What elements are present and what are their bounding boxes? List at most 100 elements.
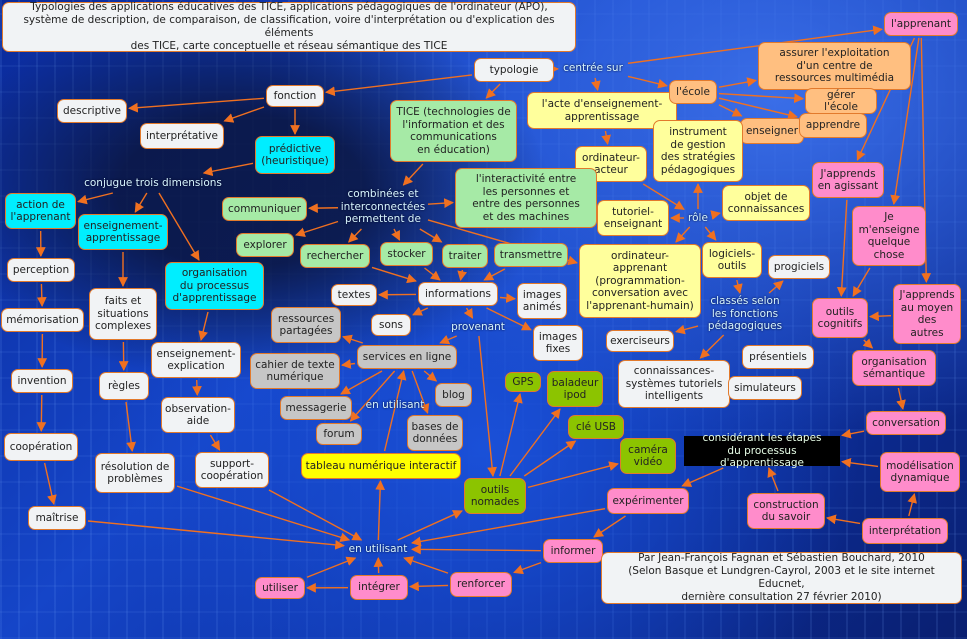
node-perception[interactable]: perception	[7, 258, 75, 282]
node-fonction[interactable]: fonction	[266, 85, 324, 107]
node-construction-savoir[interactable]: construction du savoir	[747, 493, 825, 529]
node-utiliser[interactable]: utiliser	[255, 577, 305, 599]
node-enseignement-apprentissage[interactable]: enseignement- apprentissage	[78, 214, 168, 250]
node-apprendre[interactable]: apprendre	[799, 113, 867, 138]
node-ecole[interactable]: l'école	[669, 80, 717, 104]
connector-conjugue-action	[77, 192, 113, 205]
node-objet-connaissances[interactable]: objet de connaissances	[722, 185, 810, 221]
node-organisation-semantique[interactable]: organisation sémantique	[852, 350, 936, 386]
node-descriptive[interactable]: descriptive	[57, 99, 127, 123]
connector-logiciels-classes	[733, 279, 743, 294]
node-gps[interactable]: GPS	[505, 372, 541, 392]
connector-nomades-camera	[527, 461, 619, 489]
connector-acte-ordacteur	[601, 130, 612, 145]
node-presentiels[interactable]: présentiels	[742, 345, 814, 369]
node-progiciels[interactable]: progiciels	[768, 255, 830, 279]
node-acte-enseignement[interactable]: l'acte d'enseignement- apprentissage	[527, 92, 677, 129]
node-traiter[interactable]: traiter	[442, 244, 488, 268]
node-logiciels-outils[interactable]: logiciels- outils	[702, 242, 762, 278]
node-sons[interactable]: sons	[371, 314, 411, 336]
node-cooperation[interactable]: coopération	[4, 433, 78, 461]
node-invention[interactable]: invention	[11, 369, 73, 393]
node-forum[interactable]: forum	[316, 423, 362, 445]
node-maitrise[interactable]: maîtrise	[28, 506, 86, 530]
node-baladeur-ipod[interactable]: baladeur ipod	[547, 371, 603, 407]
node-organisation-processus[interactable]: organisation du processus d'apprentissag…	[165, 262, 264, 310]
connector-modelisation-considerant	[841, 457, 879, 468]
connector-services-cahier	[341, 359, 356, 369]
connector-menseigne-cognitifs	[852, 267, 871, 297]
node-textes[interactable]: textes	[331, 284, 377, 306]
connector-interpretation-construction	[826, 514, 861, 525]
connector-conversation-considerant	[841, 428, 865, 439]
connector-renforcer-utilisant2	[403, 556, 449, 574]
node-memorisation[interactable]: mémorisation	[1, 308, 84, 332]
node-support-cooperation[interactable]: support- coopération	[195, 452, 269, 488]
connector-fonction-interpretative	[223, 106, 265, 123]
node-je-menseigne[interactable]: Je m'enseigne quelque chose	[852, 206, 926, 266]
node-renforcer[interactable]: renforcer	[450, 572, 512, 597]
node-action-apprenant[interactable]: action de l'apprenant	[5, 193, 76, 229]
node-experimenter[interactable]: expérimenter	[607, 488, 689, 514]
node-systemes-tutoriels[interactable]: connaissances- systèmes tutoriels intell…	[618, 360, 730, 408]
node-stocker[interactable]: stocker	[380, 242, 433, 266]
node-regles[interactable]: règles	[99, 372, 149, 400]
node-outils-cognitifs[interactable]: outils cognitifs	[812, 298, 868, 338]
node-modelisation-dynamique[interactable]: modélisation dynamique	[880, 452, 960, 492]
connector-nomades-baladeur	[509, 408, 561, 477]
connector-services-forum	[349, 370, 396, 422]
node-communiquer[interactable]: communiquer	[222, 197, 307, 221]
node-interpretation[interactable]: interprétation	[862, 518, 948, 544]
node-tice[interactable]: TICE (technologies de l'information et d…	[390, 100, 517, 162]
node-resolution-problemes[interactable]: résolution de problèmes	[95, 453, 175, 493]
node-simulateurs[interactable]: simulateurs	[728, 376, 802, 400]
node-images-animes[interactable]: images animés	[517, 283, 567, 319]
connector-traiter-informations	[457, 269, 467, 281]
node-assurer-exploitation[interactable]: assurer l'exploitation d'un centre de re…	[758, 42, 911, 90]
node-outils-nomades[interactable]: outils nomades	[464, 478, 526, 514]
node-messagerie[interactable]: messagerie	[280, 396, 352, 420]
connector-interpretation-modelisation	[907, 493, 917, 517]
connector-utilisant2-nomades	[397, 510, 463, 541]
node-informations[interactable]: informations	[418, 282, 498, 306]
node-cle-usb[interactable]: clé USB	[568, 415, 624, 439]
node-ressources-partagees[interactable]: ressources partagées	[271, 307, 341, 343]
node-enseignement-explication[interactable]: enseignement- explication	[151, 342, 241, 378]
node-interpretative[interactable]: interprétative	[140, 123, 224, 149]
connector-utilisant2-tableau	[375, 480, 386, 541]
node-cahier-texte[interactable]: cahier de texte numérique	[250, 353, 340, 389]
connector-services-messagerie	[340, 370, 383, 395]
node-faits-situations[interactable]: faits et situations complexes	[89, 288, 157, 340]
node-informer[interactable]: informer	[543, 539, 603, 563]
node-explorer[interactable]: explorer	[236, 233, 294, 257]
node-enseigner[interactable]: enseigner	[740, 118, 804, 144]
link-provenant: provenant	[451, 320, 505, 333]
node-transmettre[interactable]: transmettre	[494, 243, 568, 267]
node-observation-aide[interactable]: observation- aide	[161, 397, 235, 433]
node-interactivite[interactable]: l'interactivité entre les personnes et e…	[455, 168, 597, 228]
node-gerer-ecole[interactable]: gérer l'école	[805, 88, 877, 114]
node-bases-donnees[interactable]: bases de données	[407, 415, 463, 451]
node-images-fixes[interactable]: images fixes	[533, 325, 583, 361]
connector-nomades-gps	[499, 393, 523, 477]
node-predictive[interactable]: prédictive (heuristique)	[255, 136, 335, 174]
node-ordinateur-apprenant[interactable]: ordinateur- apprenant (programmation- co…	[579, 244, 701, 318]
node-typologie[interactable]: typologie	[474, 58, 554, 82]
node-blog[interactable]: blog	[435, 383, 472, 407]
node-services-en-ligne[interactable]: services en ligne	[357, 345, 457, 369]
node-exerciseurs[interactable]: exerciseurs	[606, 330, 674, 352]
connector-orgsem-conversation	[896, 387, 906, 410]
node-japprends-au-moyen[interactable]: J'apprends au moyen des autres	[893, 284, 961, 344]
node-conversation[interactable]: conversation	[866, 411, 946, 435]
node-camera-video[interactable]: caméra vidéo	[620, 438, 676, 474]
node-tutoriel[interactable]: tutoriel- enseignant	[597, 200, 669, 236]
node-apprenant[interactable]: l'apprenant	[884, 12, 958, 36]
node-japprends-agissant[interactable]: J'apprends en agissant	[812, 162, 884, 198]
node-integrer[interactable]: intégrer	[350, 575, 408, 600]
node-tableau-numerique[interactable]: tableau numérique interactif	[301, 453, 461, 479]
link-en-utilisant-2: en utilisant	[348, 542, 408, 555]
node-rechercher[interactable]: rechercher	[300, 244, 370, 268]
connector-ecole-apprendre	[718, 97, 798, 120]
node-instrument[interactable]: instrument de gestion des stratégies péd…	[653, 120, 743, 182]
connector-orgprocessus-ensexpl	[198, 311, 209, 341]
